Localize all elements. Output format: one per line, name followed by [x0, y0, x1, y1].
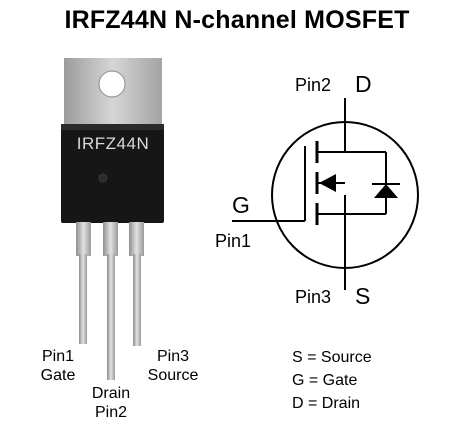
pin2-label-line2: Pin2 [94, 404, 128, 421]
metal-tab [64, 58, 162, 126]
body-highlight [61, 124, 164, 130]
drain-pin-label: Pin2 [295, 75, 332, 95]
legend-source: S = Source [292, 349, 372, 366]
lead-gate [79, 254, 87, 344]
gate-pin-label: Pin1 [215, 231, 252, 251]
package-body [61, 124, 164, 223]
pin2-label: Drain Pin2 [88, 384, 134, 422]
mosfet-package [61, 58, 164, 380]
page-title: IRFZ44N N-channel MOSFET [64, 6, 410, 34]
mounting-hole [98, 70, 126, 98]
source-pin-label: Pin3 [295, 287, 332, 307]
package-marking: IRFZ44N [76, 134, 150, 153]
lead-drain [107, 254, 115, 380]
pin1-dot [98, 173, 108, 183]
lead-shoulder-3 [129, 222, 144, 256]
lead-shoulder-2 [103, 222, 118, 256]
legend-gate: G = Gate [292, 372, 358, 389]
pin3-label-line1: Pin3 [156, 348, 190, 365]
gate-letter: G [232, 192, 250, 218]
source-letter: S [355, 283, 371, 309]
mosfet-symbol [232, 98, 419, 290]
pin1-label: Pin1 Gate [35, 347, 81, 385]
pin3-label: Pin3 Source [143, 347, 203, 385]
diode-triangle-icon [374, 184, 398, 198]
pin-legend: S = Source G = Gate D = Drain [292, 346, 372, 415]
pin1-label-line1: Pin1 [41, 348, 75, 365]
lead-shoulder-1 [76, 222, 91, 256]
pin2-label-line1: Drain [91, 385, 131, 402]
drain-letter: D [355, 71, 372, 97]
lead-source [133, 254, 141, 346]
body-arrow-icon [319, 174, 336, 192]
pin3-label-line2: Source [147, 367, 199, 384]
legend-drain: D = Drain [292, 395, 361, 412]
pin1-label-line2: Gate [40, 367, 76, 384]
